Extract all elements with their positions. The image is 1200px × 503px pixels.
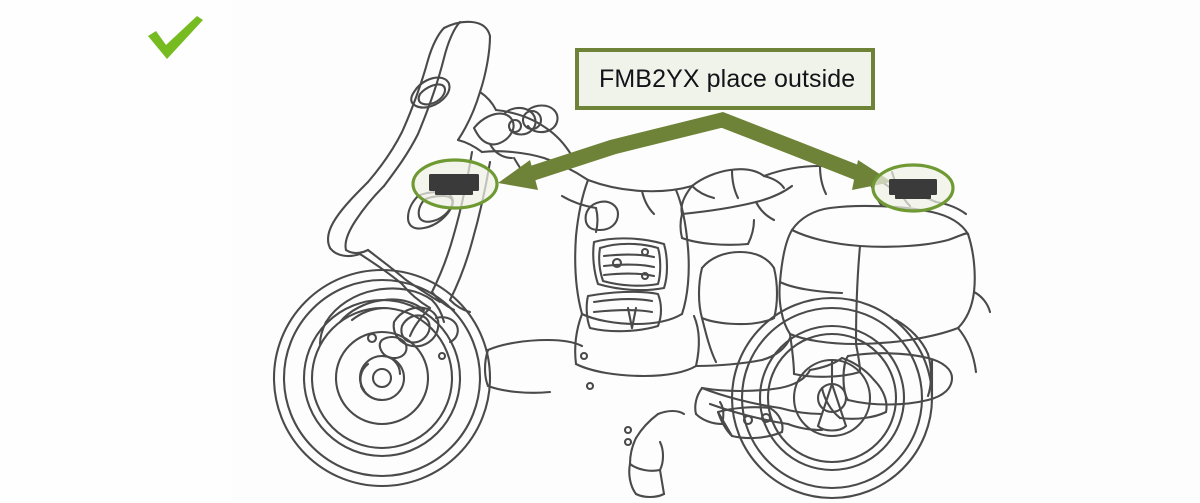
motorcycle-line-drawing <box>272 20 992 500</box>
callout-box[interactable]: FMB2YX place outside <box>575 48 875 110</box>
approval-status-indicator <box>145 14 207 62</box>
green-checkmark-icon <box>148 16 203 59</box>
callout-label: FMB2YX place outside <box>599 64 856 93</box>
